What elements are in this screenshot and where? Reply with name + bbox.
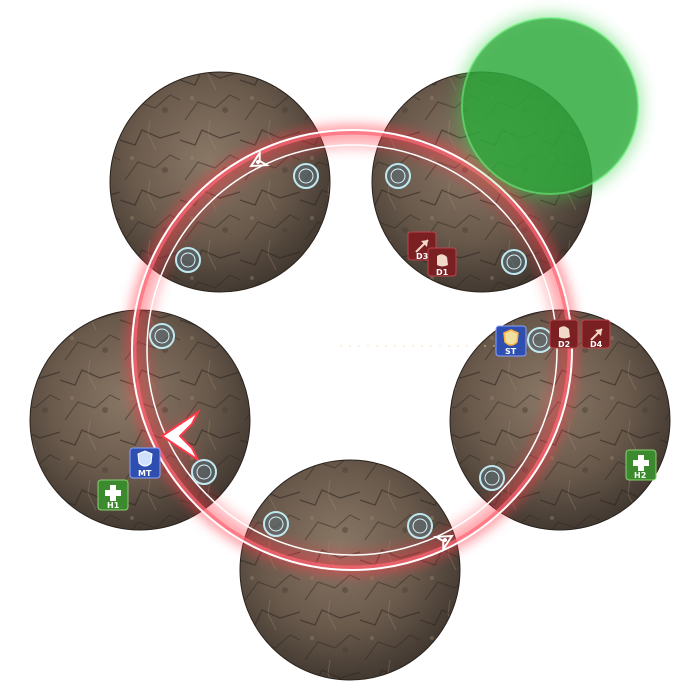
ring-waymark: [293, 163, 319, 189]
marker-h2-label: H2: [634, 471, 646, 480]
marker-st: ST: [495, 325, 527, 357]
ring-waymark: [501, 249, 527, 275]
arrow-icon: [415, 239, 429, 253]
chevron-icon: [432, 534, 454, 553]
green-aoe-circle: [458, 14, 642, 198]
fist-icon: [559, 326, 570, 339]
marker-h1-label: H1: [107, 501, 120, 510]
chevron-icon: [249, 149, 271, 168]
shield-icon: [137, 450, 153, 467]
marker-d4-label: D4: [590, 340, 603, 349]
ring-waymark: [149, 323, 175, 349]
ring-waymark: [479, 465, 505, 491]
marker-d2-label: D2: [558, 340, 570, 349]
waymarks: [149, 163, 553, 539]
ring-waymark: [407, 513, 433, 539]
marker-d1: D1: [427, 247, 457, 277]
boss-facing-chevron-icon: [160, 408, 201, 464]
marker-mt-label: MT: [138, 469, 152, 478]
cross-icon: [633, 455, 649, 471]
ring-waymark: [191, 459, 217, 485]
marker-h2: H2: [625, 449, 657, 481]
boundary-ring: [127, 125, 577, 575]
marker-d1-label: D1: [436, 268, 449, 277]
marker-mt: MT: [129, 447, 161, 479]
shield-icon: [503, 329, 519, 346]
marker-d2: D2: [549, 319, 579, 349]
marker-st-label: ST: [505, 347, 517, 356]
ring-waymark: [527, 327, 553, 353]
marker-h1: H1: [97, 479, 129, 511]
fist-icon: [437, 254, 448, 267]
ring-waymark: [175, 247, 201, 273]
ring-waymark: [385, 163, 411, 189]
ring-waymark: [263, 511, 289, 537]
marker-d4: D4: [581, 319, 611, 349]
cross-icon: [105, 485, 121, 501]
arrow-icon: [590, 328, 603, 341]
marker-d3-label: D3: [416, 252, 428, 261]
